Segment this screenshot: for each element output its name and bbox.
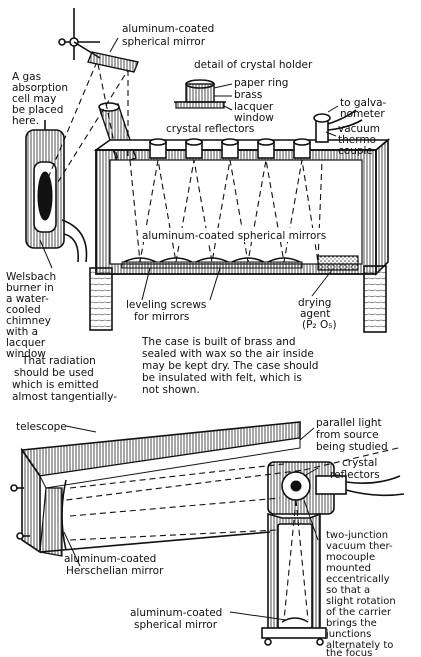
label-tc-7: slight rotation xyxy=(326,596,396,607)
top-leader-lines xyxy=(39,37,339,301)
label-thermocouple-2: thermo- xyxy=(338,134,380,146)
label-detail-title: detail of crystal holder xyxy=(194,59,313,71)
label-crystal-reflectors-1: crystal xyxy=(342,457,377,469)
label-burner-4: cooled xyxy=(6,304,41,316)
note-case-1: The case is built of brass and xyxy=(141,336,296,348)
label-burner-1: Welsbach xyxy=(6,271,56,283)
label-burner-2: burner in xyxy=(6,282,54,294)
label-drying-1: drying xyxy=(298,297,331,309)
label-lacquer-1: lacquer xyxy=(234,101,274,113)
label-drying-2: agent xyxy=(300,308,330,320)
top-spherical-mirror xyxy=(58,8,139,73)
note-case-2: sealed with wax so the air inside xyxy=(142,348,314,360)
label-burner-5: chimney xyxy=(6,315,51,327)
note-radiation-1: That radiation xyxy=(21,355,96,367)
label-tc-10: junctions xyxy=(325,629,371,640)
label-spherical-1: aluminum-coated xyxy=(130,607,222,619)
label-telescope: telescope xyxy=(16,421,67,433)
label-crystal-reflectors: crystal reflectors xyxy=(166,123,254,135)
label-lacquer-2: window xyxy=(234,112,274,124)
label-burner-7: lacquer xyxy=(6,337,46,349)
label-gas-cell-2: absorption xyxy=(12,82,68,94)
thermocouple-cylinder xyxy=(261,499,327,646)
bottom-apparatus-drawing: telescope parallel light from source bei… xyxy=(10,417,405,657)
top-apparatus-drawing: aluminum-coated spherical mirror A gas a… xyxy=(6,8,391,403)
label-tc-5: eccentrically xyxy=(326,574,390,585)
note-case-4: be insulated with felt, which is xyxy=(142,372,302,384)
label-parallel-light-2: from source xyxy=(316,429,379,441)
note-radiation-4: almost tangentially- xyxy=(12,391,117,403)
drying-agent-tray xyxy=(317,255,359,271)
note-case-3: may be kept dry. The case should xyxy=(142,360,318,372)
label-tc-8: of the carrier xyxy=(326,607,392,618)
label-tc-2: vacuum ther- xyxy=(326,541,393,552)
note-radiation-3: which is emitted xyxy=(12,379,99,391)
label-tc-11: alternately to xyxy=(326,640,393,651)
label-leveling-2: for mirrors xyxy=(134,311,189,323)
case-internal-rays xyxy=(129,159,323,263)
crystal-holder-detail xyxy=(174,79,226,109)
label-leveling-1: leveling screws xyxy=(126,299,206,311)
label-thermocouple-1: vacuum xyxy=(338,123,380,135)
label-brass: brass xyxy=(234,89,262,101)
vacuum-thermocouple xyxy=(313,109,363,143)
label-tc-3: mocouple xyxy=(326,552,375,563)
label-tc-1: two-junction xyxy=(326,530,388,541)
label-parallel-light-1: parallel light xyxy=(316,417,382,429)
label-top-mirror-line2: spherical mirror xyxy=(122,36,206,48)
label-burner-8: window xyxy=(6,348,46,360)
label-tc-12: the focus xyxy=(326,648,372,657)
label-burner-6: with a xyxy=(6,326,38,338)
top-labels: aluminum-coated spherical mirror A gas a… xyxy=(6,23,387,360)
label-gas-cell-5: here. xyxy=(12,115,39,127)
label-gas-cell-1: A gas xyxy=(12,71,41,83)
case-legs xyxy=(89,265,387,333)
label-herschelian-2: Herschelian mirror xyxy=(66,565,164,577)
label-gas-cell-3: cell may xyxy=(12,93,56,105)
label-tc-4: mounted xyxy=(326,563,371,574)
label-burner-3: a water- xyxy=(6,293,49,305)
telescope-rays xyxy=(65,447,399,541)
label-parallel-light-3: being studied xyxy=(316,441,388,453)
label-thermocouple-3: couple xyxy=(338,145,373,157)
label-tc-6: so that a xyxy=(326,585,370,596)
instrument-case xyxy=(93,109,391,276)
label-herschelian-1: aluminum-coated xyxy=(64,553,156,565)
label-tc-9: brings the xyxy=(326,618,377,629)
crystal-reflector-block xyxy=(267,461,405,515)
label-crystal-reflectors-2: reflectors xyxy=(330,469,380,481)
bottom-leader-lines xyxy=(63,425,319,621)
spherical-mirrors-row xyxy=(121,257,303,269)
telescope-tube xyxy=(10,421,301,557)
label-drying-3: (P₂ O₅) xyxy=(302,319,337,331)
note-case-5: not shown. xyxy=(142,384,200,396)
welsbach-burner xyxy=(25,120,88,263)
top-notes: That radiation should be used which is e… xyxy=(12,336,318,403)
label-mirrors-row: aluminum-coated spherical mirrors xyxy=(142,230,326,242)
label-paper-ring: paper ring xyxy=(234,77,288,89)
label-galvanometer-2: nometer xyxy=(340,108,385,120)
label-spherical-2: spherical mirror xyxy=(134,619,218,631)
label-gas-cell-4: be placed xyxy=(12,104,63,116)
label-top-mirror-line1: aluminum-coated xyxy=(122,23,214,35)
crystal-reflectors-top xyxy=(149,138,311,159)
label-galvanometer-1: to galva- xyxy=(340,97,387,109)
note-radiation-2: should be used xyxy=(14,367,94,379)
bottom-labels: telescope parallel light from source bei… xyxy=(16,417,396,657)
